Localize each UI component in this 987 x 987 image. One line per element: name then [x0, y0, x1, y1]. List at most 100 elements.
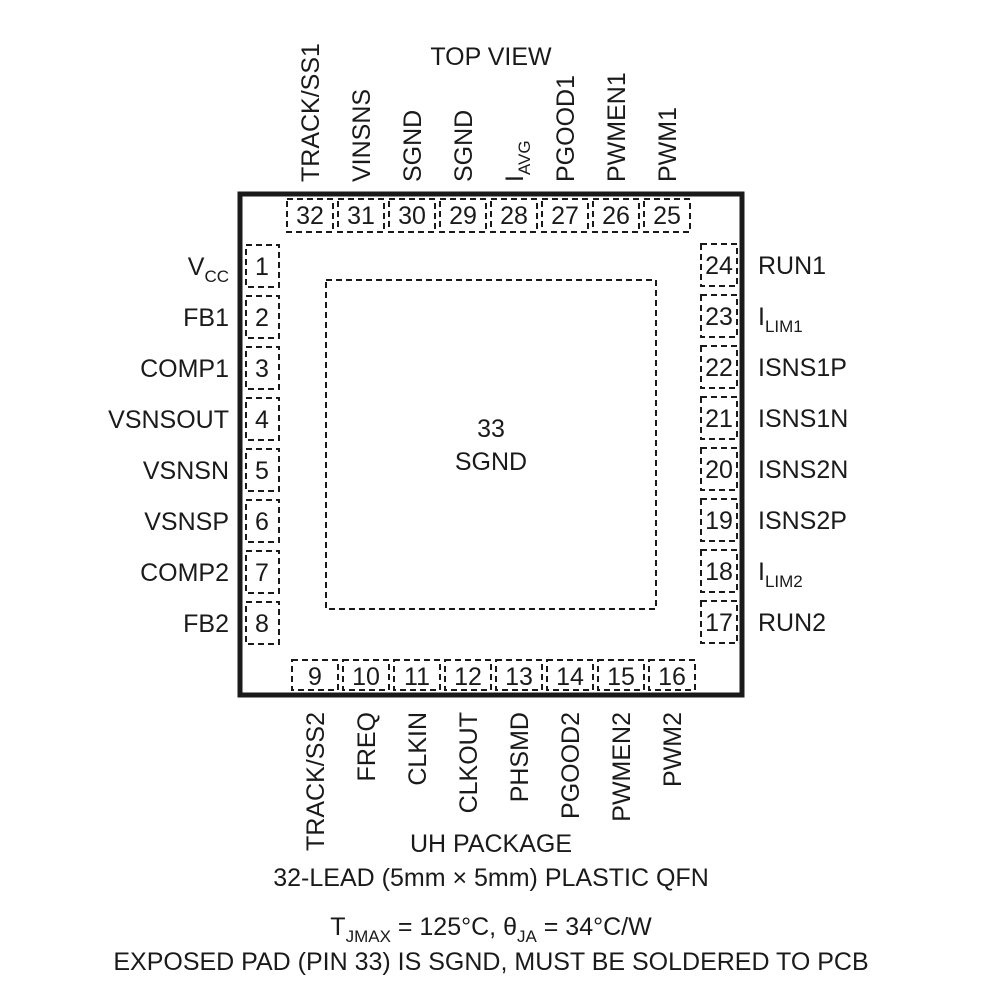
pin-label: FB2 [183, 610, 229, 638]
pin-label: VINSNS [348, 89, 376, 182]
pin-label: ISNS1P [758, 354, 847, 382]
pin-number: 29 [449, 202, 477, 230]
pin-label: ISNS2P [758, 507, 847, 535]
pin-number: 26 [602, 202, 630, 230]
pin-number: 9 [308, 663, 322, 691]
pin-label: ILIM1 [758, 303, 803, 336]
pin-number: 25 [653, 202, 681, 230]
pin-pad [648, 659, 696, 691]
pin-number: 28 [500, 202, 528, 230]
exposed-pad [325, 279, 657, 610]
pin-label: COMP1 [140, 355, 229, 383]
pin-number: 2 [255, 304, 269, 332]
pins-left: 1VCC2FB13COMP14VSNSOUT5VSNSN6VSNSP7COMP2… [108, 244, 280, 645]
pin-pad [700, 447, 738, 491]
pin-label: FB1 [183, 304, 229, 332]
pin-number: 20 [705, 456, 733, 484]
pin-pad [439, 198, 487, 233]
pin-pad [495, 659, 543, 691]
pin-number: 31 [347, 202, 375, 230]
pin-pad [291, 659, 339, 691]
pin-pad [342, 659, 390, 691]
pin-pad [700, 243, 738, 287]
pin-pad [286, 198, 334, 233]
pin-pad [700, 549, 738, 593]
pin-pad [393, 659, 441, 691]
pin-pad [245, 244, 280, 288]
exposed-pad-note: EXPOSED PAD (PIN 33) IS SGND, MUST BE SO… [113, 948, 868, 976]
pin-number: 22 [705, 354, 733, 382]
pin-pad [245, 499, 280, 543]
pin-pad [245, 448, 280, 492]
pin-number: 27 [551, 202, 579, 230]
exposed-pad-number: 33 [477, 415, 505, 443]
pin-label: VSNSN [143, 457, 229, 485]
pin-pad [700, 396, 738, 440]
pin-pad [597, 659, 645, 691]
pin-number: 3 [255, 355, 269, 383]
pin-label: PWM1 [654, 107, 682, 182]
pin-number: 4 [255, 406, 269, 434]
pin-label: ISNS1N [758, 405, 848, 433]
pins-top: 25 PWM1 26 PWMEN1 27 PGOOD1 28 IAVG 29 SGND 30 SGND… [286, 43, 691, 233]
pin-pad [245, 397, 280, 441]
pin-number: 16 [658, 663, 686, 691]
pin-number: 30 [398, 202, 426, 230]
pin-label: PGOOD1 [552, 75, 580, 182]
pin-label: SGND [399, 110, 427, 182]
pin-number: 21 [705, 405, 733, 433]
thermal-spec: TJMAX = 125°C, θJA = 34°C/W [330, 913, 652, 946]
pin-label: COMP2 [140, 559, 229, 587]
pin-label: IAVG [501, 140, 534, 182]
package-description: 32-LEAD (5mm × 5mm) PLASTIC QFN [273, 864, 709, 892]
pin-number: 14 [556, 663, 584, 691]
pin-number: 24 [705, 252, 733, 280]
pin-pad [700, 600, 738, 644]
pin-number: 10 [352, 663, 380, 691]
pin-pad [245, 601, 280, 645]
pin-label: PWMEN1 [603, 72, 631, 182]
pin-number: 15 [607, 663, 635, 691]
exposed-pad-name: SGND [455, 448, 527, 476]
pin-label: TRACK/SS1 [297, 43, 325, 182]
pin-pad [643, 198, 691, 233]
pin-pad [245, 550, 280, 594]
pin-pad [700, 345, 738, 389]
view-title: TOP VIEW [430, 43, 552, 71]
pin-label: VSNSP [144, 508, 229, 536]
pin-number: 11 [404, 663, 430, 691]
pin-label: VCC [188, 253, 229, 286]
pin-number: 13 [505, 663, 533, 691]
pin-pad [388, 198, 436, 233]
package-name: UH PACKAGE [410, 830, 572, 858]
pin-number: 12 [454, 663, 482, 691]
pin-number: 32 [296, 202, 324, 230]
pin-pad [245, 295, 280, 339]
pin-label: CLKOUT [455, 712, 483, 813]
pin-pad [245, 346, 280, 390]
pin-number: 8 [255, 610, 269, 638]
pin-number: 6 [255, 508, 269, 536]
pins-bottom: 9TRACK/SS210FREQ11CLKIN12CLKOUT13PHSMD14… [291, 659, 696, 851]
pin-pad [700, 498, 738, 542]
pin-pad [490, 198, 538, 233]
pin-number: 18 [705, 558, 733, 586]
pin-label: VSNSOUT [108, 406, 229, 434]
pin-label: FREQ [353, 712, 381, 781]
pin-pad [546, 659, 594, 691]
pin-pad [700, 294, 738, 338]
pin-pad [592, 198, 640, 233]
pin-label: TRACK/SS2 [302, 712, 330, 851]
pin-label: PHSMD [506, 712, 534, 802]
pin-label: PGOOD2 [557, 712, 585, 819]
pin-number: 17 [705, 609, 733, 637]
pin-label: PWM2 [659, 712, 687, 787]
package-body [237, 191, 745, 698]
pin-label: SGND [450, 110, 478, 182]
pin-label: PWMEN2 [608, 712, 636, 822]
pin-label: ISNS2N [758, 456, 848, 484]
pin-label: RUN2 [758, 609, 826, 637]
pin-pad [444, 659, 492, 691]
pin-pad [337, 198, 385, 233]
